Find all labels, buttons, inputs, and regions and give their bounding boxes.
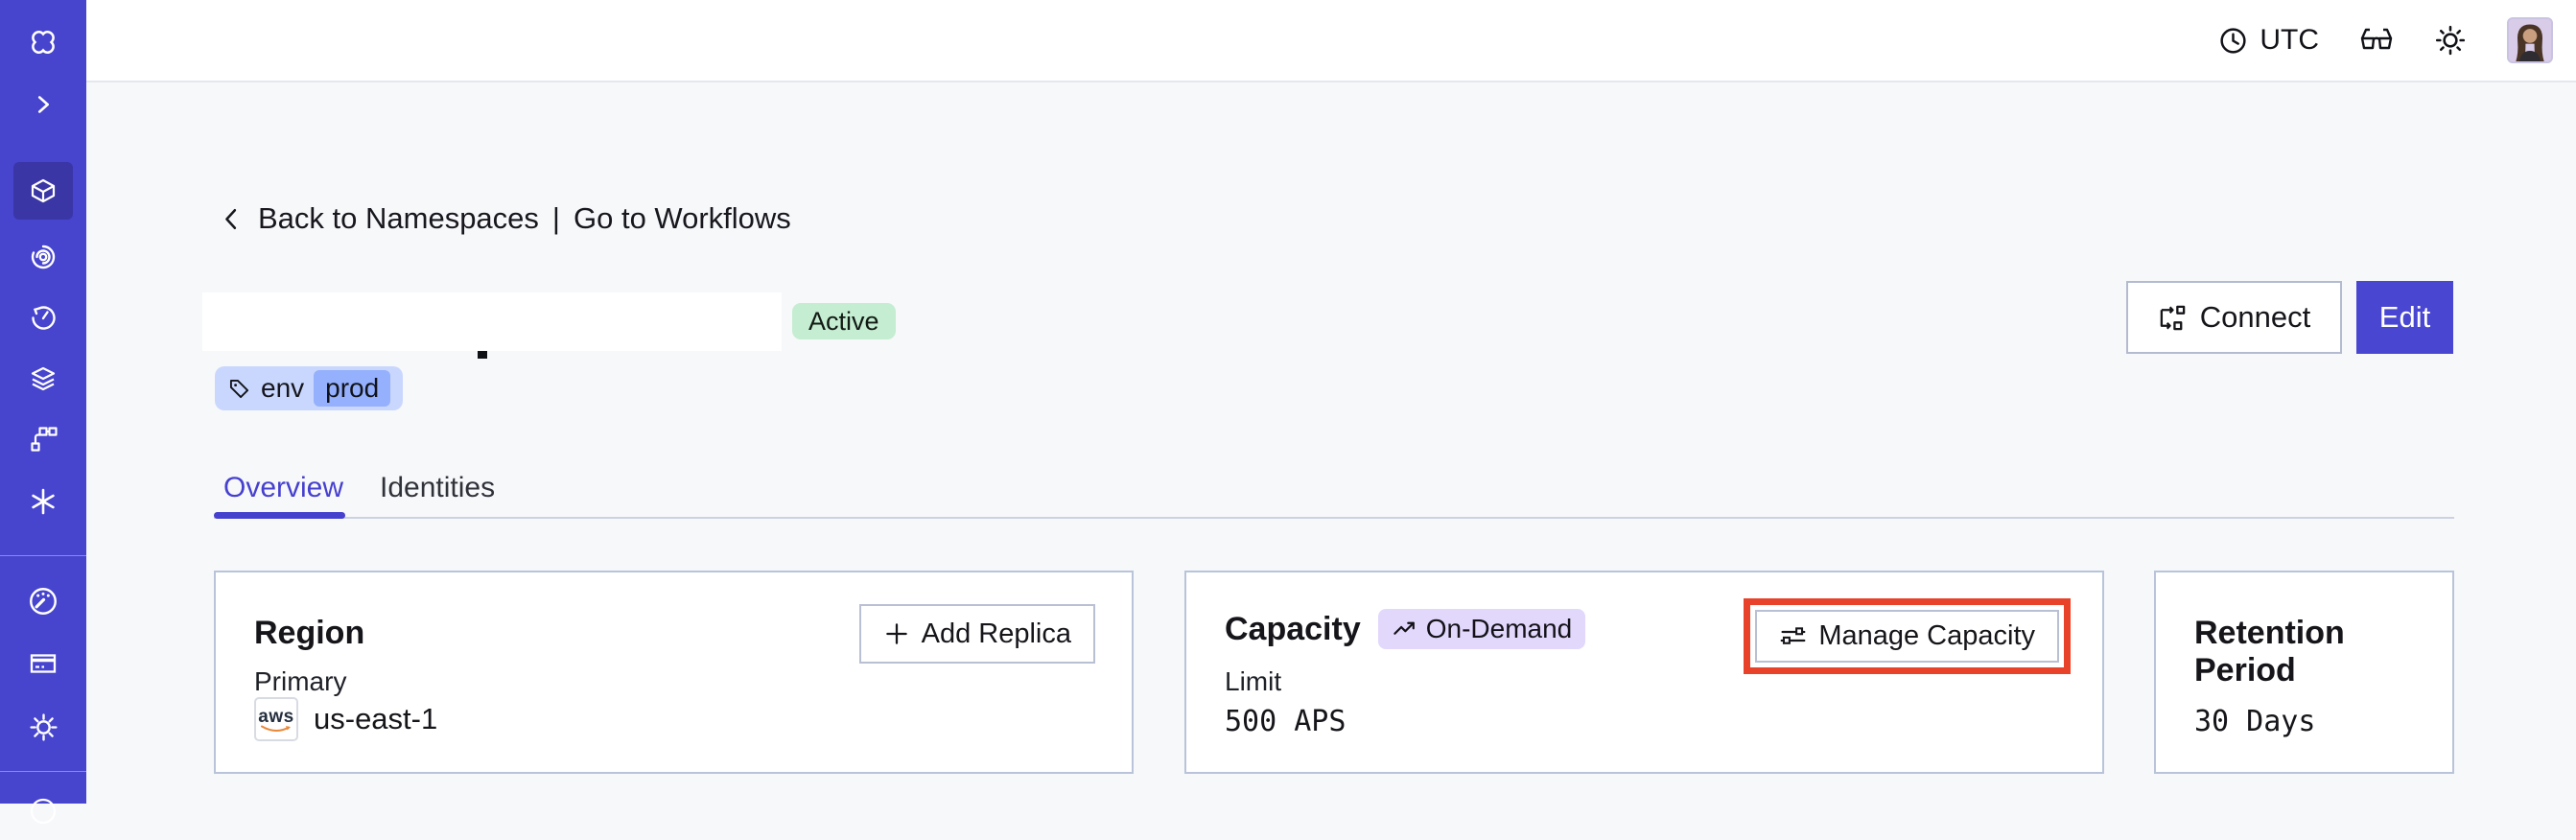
breadcrumb-separator: | — [551, 201, 560, 235]
manage-capacity-button[interactable]: Manage Capacity — [1755, 610, 2059, 663]
add-replica-label: Add Replica — [921, 618, 1071, 649]
labs-toggle[interactable] — [2359, 26, 2394, 55]
sidebar-divider — [0, 771, 86, 772]
aws-smile-icon — [261, 725, 291, 732]
theme-toggle[interactable] — [2434, 24, 2467, 57]
nexus-asterisk-icon — [32, 488, 55, 515]
sidebar-item-billing[interactable] — [0, 635, 86, 692]
capacity-card-title: Capacity — [1225, 610, 1361, 647]
settings-gear-icon — [29, 712, 58, 741]
aws-logo: aws — [254, 697, 298, 741]
sidebar-item-usage[interactable] — [0, 572, 86, 630]
region-value: us-east-1 — [314, 702, 438, 735]
expand-chevron-icon[interactable] — [0, 76, 86, 133]
back-to-namespaces-link[interactable]: Back to Namespaces — [258, 201, 539, 235]
capacity-card: Capacity On-Demand Manage Capacity Limit… — [1184, 571, 2104, 774]
clock-icon — [2220, 27, 2246, 54]
active-tab-underline — [214, 512, 345, 519]
batch-branch-icon — [31, 427, 58, 452]
usage-gauge-icon — [30, 588, 57, 615]
tabs-baseline — [214, 517, 2454, 519]
capacity-value: 500 APS — [1225, 705, 1347, 738]
schedules-clock-icon — [32, 306, 56, 330]
status-badge: Active — [792, 303, 896, 339]
timezone-selector[interactable]: UTC — [2217, 24, 2319, 57]
capacity-title-row: Capacity On-Demand — [1225, 609, 1586, 649]
tag-icon — [229, 379, 249, 398]
tab-overview[interactable]: Overview — [223, 472, 344, 503]
chevron-left-icon[interactable] — [219, 206, 245, 232]
namespace-tag[interactable]: env prod — [215, 366, 404, 410]
breadcrumb: Back to Namespaces | Go to Workflows — [219, 201, 791, 236]
deployments-layers-icon — [31, 366, 56, 391]
timezone-label: UTC — [2260, 24, 2319, 56]
tab-identities[interactable]: Identities — [380, 472, 496, 503]
sidebar-item-namespaces[interactable] — [13, 162, 73, 220]
tag-value-chip: prod — [314, 370, 391, 407]
edit-button-label: Edit — [2378, 300, 2431, 334]
highlight-box: Manage Capacity — [1744, 598, 2071, 674]
sidebar — [0, 0, 86, 825]
sidebar-item-settings[interactable] — [0, 698, 86, 756]
sidebar-item-nexus[interactable] — [0, 473, 86, 530]
sliders-icon — [1780, 627, 1806, 644]
add-replica-button[interactable]: Add Replica — [858, 604, 1095, 664]
namespace-title-redaction — [202, 292, 782, 351]
sun-icon — [2435, 25, 2466, 56]
sidebar-item-batch-operations[interactable] — [0, 410, 86, 468]
region-card: Region Add Replica Primary aws us-east-1 — [214, 571, 1134, 774]
edit-button[interactable]: Edit — [2356, 281, 2453, 354]
namespaces-cube-icon — [31, 178, 56, 203]
sidebar-item-support[interactable] — [0, 782, 86, 840]
go-to-workflows-link[interactable]: Go to Workflows — [573, 201, 791, 235]
connect-icon — [2160, 305, 2186, 330]
ondemand-badge: On-Demand — [1377, 609, 1586, 649]
support-circle-icon — [30, 798, 57, 825]
retention-card: Retention Period 30 Days — [2154, 571, 2454, 774]
retention-value: 30 Days — [2194, 705, 2316, 738]
plus-icon — [885, 623, 907, 644]
sidebar-item-schedules[interactable] — [0, 290, 86, 347]
sidebar-divider — [0, 555, 86, 556]
billing-card-icon — [30, 654, 57, 673]
temporal-logo[interactable] — [0, 13, 86, 71]
trending-up-icon — [1393, 621, 1415, 635]
namespace-title-dot — [478, 351, 487, 359]
avatar[interactable] — [2507, 17, 2553, 63]
retention-card-title: Retention Period — [2194, 615, 2345, 688]
capacity-value-row: 500 APS — [1225, 705, 1346, 738]
region-value-row: aws us-east-1 — [254, 697, 437, 741]
tag-key: env — [261, 373, 305, 403]
glasses-icon — [2360, 28, 2393, 50]
manage-capacity-label: Manage Capacity — [1818, 620, 2035, 651]
capacity-limit-label: Limit — [1225, 666, 1282, 696]
workflows-spiral-icon — [31, 245, 56, 269]
region-primary-label: Primary — [254, 666, 347, 696]
sidebar-item-deployments[interactable] — [0, 350, 86, 408]
sidebar-item-workflows[interactable] — [0, 227, 86, 285]
connect-button[interactable]: Connect — [2126, 281, 2342, 354]
topbar: UTC — [86, 0, 2576, 82]
region-card-title: Region — [254, 615, 365, 651]
connect-button-label: Connect — [2199, 300, 2311, 334]
